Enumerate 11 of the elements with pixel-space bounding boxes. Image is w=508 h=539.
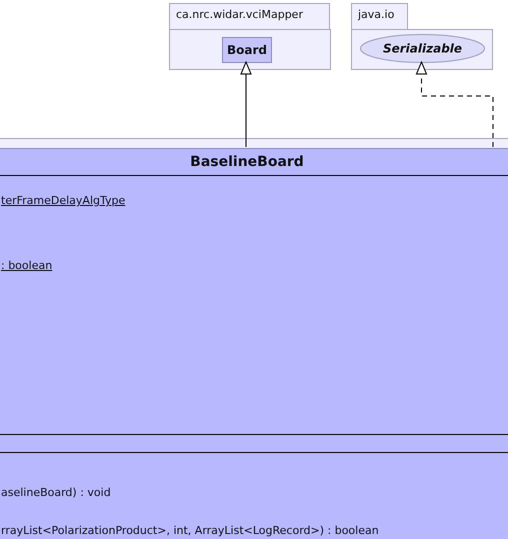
operation-text: aselineBoard) : void bbox=[1, 486, 111, 500]
generalization-arrow bbox=[240, 62, 252, 148]
interface-name: Serializable bbox=[382, 41, 462, 56]
operation-text: rrayList<PolarizationProduct>, int, ArrayList<LogRecord>) : boolean bbox=[1, 524, 379, 538]
package-tab: java.io bbox=[351, 3, 408, 29]
package-tab: ca.nrc.widar.vciMapper bbox=[169, 3, 330, 29]
class-box: Board bbox=[222, 37, 272, 63]
realization-arrow bbox=[416, 62, 494, 148]
attribute-text: terFrameDelayAlgType bbox=[1, 194, 126, 208]
attribute-text: : boolean bbox=[1, 259, 52, 273]
class-name: BaselineBoard bbox=[190, 154, 304, 171]
